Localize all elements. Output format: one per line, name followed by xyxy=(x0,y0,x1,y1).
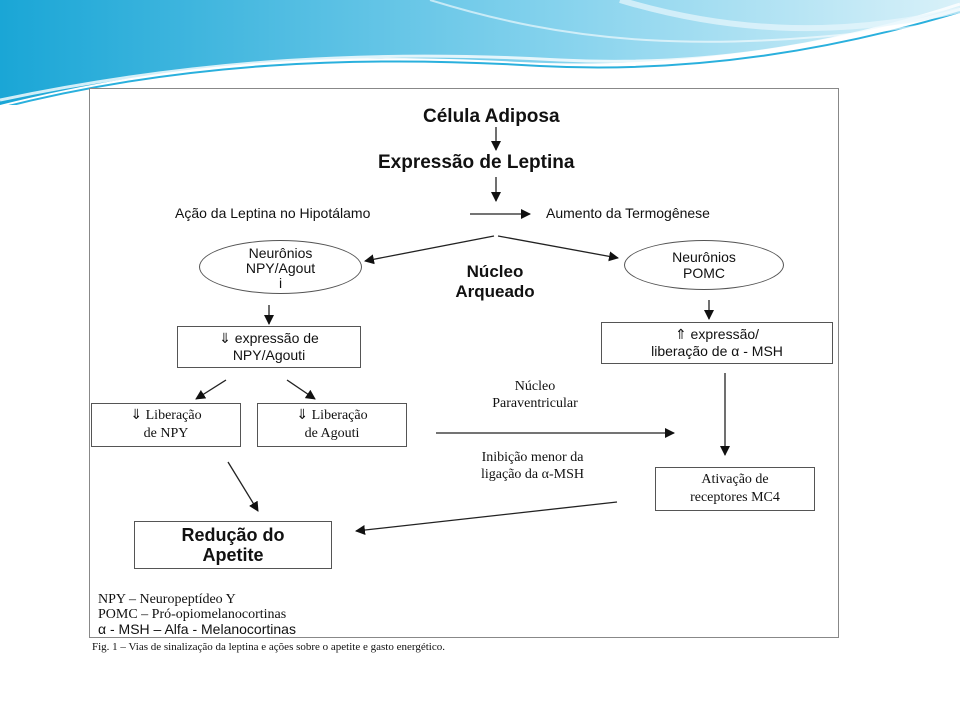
agouti-release-box: ⇓ Liberação de Agouti xyxy=(257,403,407,447)
msh-inhibition-line-2: ligação da α-MSH xyxy=(481,467,584,482)
agouti-release-line-2: de Agouti xyxy=(304,426,360,441)
msh-expression-line-2: liberação de α - MSH xyxy=(651,343,783,359)
appetite-reduction-box: Redução do Apetite xyxy=(134,521,332,569)
paraventricular-line-2: Paraventricular xyxy=(492,396,578,411)
msh-inhibition-line-1: Inibição menor da xyxy=(481,450,584,465)
pomc-neurons-line-2: POMC xyxy=(683,265,725,281)
npy-neurons-line-2: NPY/Agout xyxy=(245,260,316,276)
agouti-release-line-1: ⇓ Liberação xyxy=(296,408,368,423)
pomc-neurons-node: Neurônios POMC xyxy=(624,240,784,290)
arcuate-line-2: Arqueado xyxy=(455,282,535,301)
figure-caption: Fig. 1 – Vias de sinalização da leptina … xyxy=(92,641,445,653)
npy-expression-box: ⇓ expressão de NPY/Agouti xyxy=(177,326,361,368)
appetite-line-1: Redução do xyxy=(181,525,285,545)
npy-neurons-line-1: Neurônios xyxy=(248,245,313,261)
msh-expression-line-1: ⇑ expressão/ xyxy=(674,326,760,342)
thermogenesis-label: Aumento da Termogênese xyxy=(546,205,710,221)
msh-inhibition-label: Inibição menor da ligação da α-MSH xyxy=(440,449,625,483)
legend-msh: α - MSH – Alfa - Melanocortinas xyxy=(98,621,296,637)
arcuate-nucleus-label: Núcleo Arqueado xyxy=(430,262,560,302)
pomc-neurons-line-1: Neurônios xyxy=(672,249,736,265)
paraventricular-label: Núcleo Paraventricular xyxy=(460,378,610,412)
paraventricular-line-1: Núcleo xyxy=(514,379,556,394)
npy-release-box: ⇓ Liberação de NPY xyxy=(91,403,241,447)
abbreviation-legend: NPY – Neuropeptídeo Y POMC – Pró-opiomel… xyxy=(98,592,296,637)
npy-neurons-line-3: i xyxy=(278,275,283,291)
mc4-line-1: Ativação de xyxy=(701,472,769,487)
legend-pomc: POMC – Pró-opiomelanocortinas xyxy=(98,607,287,622)
appetite-line-2: Apetite xyxy=(202,545,264,565)
adipose-cell-label: Célula Adiposa xyxy=(423,106,560,127)
leptin-expression-label: Expressão de Leptina xyxy=(378,152,575,173)
npy-expression-line-1: ⇓ expressão de xyxy=(219,330,319,346)
mc4-activation-box: Ativação de receptores MC4 xyxy=(655,467,815,511)
npy-release-line-1: ⇓ Liberação xyxy=(130,408,202,423)
npy-neurons-node: Neurônios NPY/Agout i xyxy=(199,240,362,294)
msh-expression-box: ⇑ expressão/ liberação de α - MSH xyxy=(601,322,833,364)
arcuate-line-1: Núcleo xyxy=(466,262,524,281)
npy-release-line-2: de NPY xyxy=(143,426,189,441)
hypothalamus-action-label: Ação da Leptina no Hipotálamo xyxy=(175,205,371,221)
npy-expression-line-2: NPY/Agouti xyxy=(232,347,306,363)
legend-npy: NPY – Neuropeptídeo Y xyxy=(98,592,236,607)
mc4-line-2: receptores MC4 xyxy=(690,490,780,505)
